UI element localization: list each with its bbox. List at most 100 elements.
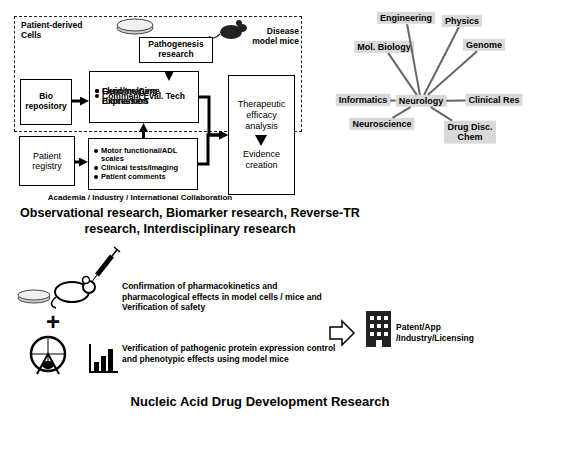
text-row: Genome: [466, 40, 502, 50]
label-text: Observational research, Biomarker resear…: [10, 205, 370, 238]
node-text: Neuroscience: [352, 119, 411, 129]
petri-dish-icon: [117, 19, 153, 34]
network-link: [392, 107, 410, 118]
bar-chart-icon: [90, 344, 118, 372]
dish-lid: [117, 19, 153, 31]
node-text: Genome: [466, 40, 502, 50]
mouse-ear: [83, 277, 90, 284]
label-text: Verification of pathogenic protein expre…: [122, 343, 337, 364]
field-tag: Neurology: [396, 95, 447, 107]
field-tag: Neuroscience: [349, 118, 414, 130]
mouse-ear: [236, 20, 242, 26]
building-window: [384, 324, 388, 328]
wheel-mouse: [42, 361, 54, 369]
building-door: [376, 340, 382, 347]
bullet-dot: [95, 94, 99, 98]
text-row: Mol. Biology: [357, 42, 411, 52]
text-row: Patient comments: [94, 173, 194, 182]
label-text: Patent/App /Industry/Licensing: [396, 322, 486, 343]
field-tag: Engineering: [377, 12, 435, 24]
bullet-dot: [95, 89, 99, 93]
bullet-dot: [94, 166, 98, 170]
label-text: Nucleic Acid Drug Development Research: [100, 394, 420, 410]
node-text: Genome/Gene Expression: [102, 87, 198, 107]
node-text: Disease model mice: [247, 27, 299, 47]
petri-dish-icon: [18, 290, 50, 303]
text-row: Bio repository: [21, 92, 71, 112]
network-link: [431, 107, 452, 120]
field-tag: Physics: [442, 15, 482, 27]
flow-arrow: [198, 135, 219, 164]
text-row: Motor functional/ADL scales: [94, 147, 194, 164]
syringe-barrel: [97, 256, 112, 275]
flow-arrow: [168, 71, 171, 72]
node-text: Patient-derived Cells: [21, 21, 101, 41]
text-row: Clinical tests/Imaging: [94, 164, 194, 173]
field-tag: Informatics: [336, 94, 391, 106]
network-link: [428, 51, 477, 95]
node-text: Neurology: [399, 96, 444, 106]
network-link: [446, 99, 465, 101]
text-row: Genome/Gene Expression: [95, 87, 198, 107]
process-box: Bio repository: [20, 79, 72, 125]
hollow-arrow: [330, 321, 354, 345]
bullet-dot: [94, 175, 98, 179]
chart-bar: [101, 356, 106, 372]
text-row: Patient-derived Cells: [21, 21, 101, 41]
building-window: [384, 332, 388, 336]
running-wheel-icon: [31, 337, 65, 374]
node-text: Patient registry: [21, 151, 73, 172]
node-text: Evidence creation: [232, 149, 291, 171]
mouse-tail: [52, 297, 57, 308]
field-tag: Mol. Biology: [354, 41, 414, 53]
field-tag: Clinical Res: [465, 94, 522, 106]
chart-axes: [90, 344, 118, 372]
text-row: Neuroscience: [352, 119, 411, 129]
result-box: Therapeutic efficacy analysisEvidence cr…: [228, 75, 295, 195]
text-row: Clinical Res: [468, 95, 519, 105]
network-link: [390, 99, 395, 101]
text-row: Neurology: [399, 96, 444, 106]
syringe-needle: [91, 275, 97, 283]
flow-arrow: [72, 100, 80, 103]
building-icon: [366, 311, 391, 347]
node-text: Motor functional/ADL scales: [101, 147, 194, 164]
node-text: Pathogenesis research: [140, 40, 212, 60]
connector-group: [72, 24, 477, 164]
label-text: +: [38, 310, 68, 334]
syringe-grip: [114, 247, 120, 252]
building-window: [370, 332, 374, 336]
text-row: Evidence creation: [232, 149, 291, 171]
text-row: Therapeutic efficacy analysis: [232, 99, 291, 131]
building-window: [377, 324, 381, 328]
text-row: Physics: [445, 16, 479, 26]
text-row: Engineering: [380, 13, 432, 23]
down-triangle: [255, 135, 267, 146]
network-link: [388, 53, 417, 95]
node-text: Physics: [445, 16, 479, 26]
wheel-stand: [37, 354, 59, 374]
syringe-icon: [91, 247, 120, 283]
text-row: Patient registry: [21, 151, 73, 172]
building-window: [377, 332, 381, 336]
process-box: Patient registry: [19, 136, 75, 186]
node-text: Informatics: [339, 95, 388, 105]
field-tag: Genome: [463, 39, 505, 51]
label-text: Confirmation of pharmacokinetics and pha…: [122, 281, 337, 313]
node-text: Therapeutic efficacy analysis: [232, 99, 291, 131]
syringe-plunger: [112, 250, 117, 256]
process-box: Pathogenesis research: [139, 37, 213, 63]
network-link: [424, 27, 459, 95]
node-text: Drug Disc. Chem: [447, 122, 493, 143]
building-body: [366, 311, 391, 347]
flow-arrow: [199, 97, 219, 135]
node-text: Mol. Biology: [357, 42, 411, 52]
bullet-dot: [94, 149, 98, 153]
node-text: Clinical tests/Imaging: [101, 164, 178, 173]
flow-arrow: [142, 132, 145, 138]
dish-lid: [18, 290, 50, 300]
node-text: Engineering: [380, 13, 432, 23]
node-text: Patient comments: [101, 173, 166, 182]
